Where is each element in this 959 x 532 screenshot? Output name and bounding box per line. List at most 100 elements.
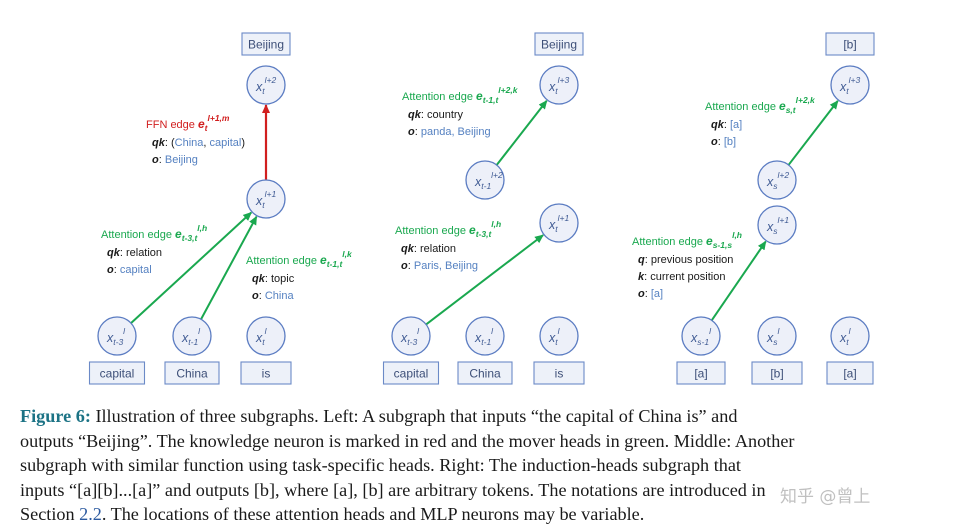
panel3-attn-label-2-title: Attention edge es-1,sl,h — [632, 230, 742, 250]
panel1-node-mid-circle — [246, 179, 286, 219]
panel2-attn-label-2-detail-o: o: Paris, Beijing — [401, 260, 478, 272]
panel3-input-token-2: [b] — [751, 361, 803, 385]
panel2-node-bottom-1-label: xt-3l — [400, 326, 420, 347]
panel2-attn-label-1-detail-qk: qk: country — [408, 109, 464, 121]
panel1-output-token-box — [241, 32, 291, 56]
caption-line-3: subgraph with similar function using tas… — [20, 455, 741, 476]
panel1-attn-edge-2 — [200, 215, 258, 320]
panel1-input-token-1: capital — [88, 361, 146, 385]
panel2-node-upper-left-circle — [465, 160, 505, 200]
panel1-input-token-3-box — [240, 361, 292, 385]
panel3-attn-label-1-detail-qk: qk: [a] — [711, 119, 742, 131]
panel3-input-token-3: [a] — [826, 361, 874, 385]
panel2-output-token-label: Beijing — [541, 38, 577, 52]
panel3-attn-label-1-title: Attention edge es,tl+2,k — [705, 95, 816, 115]
caption-line-4: inputs “[a][b]...[a]” and outputs [b], w… — [20, 479, 766, 500]
panel3-node-bottom-3: xtl — [830, 316, 870, 356]
caption-text-5a: Section — [20, 504, 80, 525]
panel3-input-token-1-label: [a] — [694, 367, 707, 381]
panel2-node-top-circle — [539, 65, 579, 105]
panel3-node-s1: xsl+1 — [757, 205, 797, 245]
panel1-attn-label-2: Attention edge et-1,tl,k qk: topic o: Chin… — [246, 249, 353, 302]
panel1-node-top-label: xtl+2 — [255, 75, 276, 96]
panel1-attn-label-1-title: Attention edge et-3,tl,h — [101, 223, 207, 243]
panel2-node-bottom-3-circle — [539, 316, 579, 356]
panel3-input-token-3-box — [826, 361, 874, 385]
section-ref-link[interactable]: 2.2 — [79, 504, 102, 525]
labels-layer: FFN edge etl+1,mqk: (China, capital)o: B… — [101, 85, 816, 302]
panel3-output-token-label: [b] — [843, 38, 856, 52]
caption-text-5b: . The locations of these attention heads… — [101, 504, 645, 525]
panel1-attn-edge-1 — [130, 211, 253, 324]
panel2-node-bottom-1-circle — [391, 316, 431, 356]
panel3-node-bottom-2: xsl — [757, 316, 797, 356]
panel2-node-bottom-1: xt-3l — [391, 316, 431, 356]
panel1-node-top: xtl+2 — [246, 65, 286, 105]
panel2-output-token: Beijing — [534, 32, 584, 56]
panel3-attn-label-2: Attention edge es-1,sl,hq: previous posi… — [632, 230, 742, 300]
panel2-node-mid-circle — [539, 203, 579, 243]
panel2-node-bottom-3-label: xtl — [548, 326, 561, 347]
panel2-node-bottom-2-circle — [465, 316, 505, 356]
panel2-node-bottom-3: xtl — [539, 316, 579, 356]
panel2-input-token-2: China — [457, 361, 513, 385]
caption-text-1: Illustration of three subgraphs. Left: A… — [90, 406, 738, 426]
panel1-input-token-2: China — [164, 361, 220, 385]
panel3-node-bottom-2-circle — [757, 316, 797, 356]
panel1-node-bottom-1-label: xt-3l — [106, 326, 126, 347]
figure-label: Figure 6: — [20, 406, 91, 426]
panel1-node-top-circle — [246, 65, 286, 105]
panel2-attn-label-1-title: Attention edge et-1,tl+2,k — [402, 85, 519, 105]
panel2-node-upper-left: xt-1l+2 — [465, 160, 505, 200]
panel3-node-top-circle — [830, 65, 870, 105]
panel3-node-bottom-3-circle — [830, 316, 870, 356]
panel1-input-token-1-label: capital — [100, 367, 135, 381]
panel1-node-bottom-1: xt-3l — [97, 316, 137, 356]
panel1-node-bottom-2-label: xt-1l — [181, 326, 201, 347]
panel1-ffn-label-detail-qk: qk: (China, capital) — [152, 137, 245, 149]
panel1-ffn-label-detail-o: o: Beijing — [152, 154, 198, 166]
panel2-node-mid: xtl+1 — [539, 203, 579, 243]
panel1-attn-label-2-detail-qk: qk: topic — [252, 273, 295, 285]
watermark: 知乎 @曾上 — [780, 487, 871, 507]
panel2-input-token-2-label: China — [469, 367, 501, 381]
panel3-node-bottom-2-label: xsl — [766, 326, 781, 347]
panel3-input-token-1: [a] — [676, 361, 726, 385]
panel1-input-token-1-box — [88, 361, 146, 385]
panel1-input-token-3-label: is — [262, 367, 271, 381]
panel3-input-token-1-box — [676, 361, 726, 385]
panel1-output-token-label: Beijing — [248, 38, 284, 52]
panel2-attn-label-1: Attention edge et-1,tl+2,kqk: countryo: … — [402, 85, 519, 138]
panel3-node-top: xtl+3 — [830, 65, 870, 105]
panel3-input-token-3-label: [a] — [843, 367, 856, 381]
panel3-node-s2-circle — [757, 160, 797, 200]
panel3-attn-edge-1 — [787, 100, 839, 166]
panel1-output-token: Beijing — [241, 32, 291, 56]
panel3-input-token-2-label: [b] — [770, 367, 783, 381]
caption-line-2: outputs “Beijing”. The knowledge neuron … — [20, 430, 795, 451]
panel3-node-top-label: xtl+3 — [839, 75, 860, 96]
panel3-node-s1-circle — [757, 205, 797, 245]
panel1-attn-label-2-title: Attention edge et-1,tl,k — [246, 249, 353, 269]
panel2-attn-edge-1 — [495, 99, 548, 166]
panel1-node-bottom-3-circle — [246, 316, 286, 356]
figure-caption: Figure 6: Illustration of three subgraph… — [20, 404, 950, 527]
panel1-node-bottom-3: xtl — [246, 316, 286, 356]
panel3-attn-label-2-detail-k: k: current position — [638, 271, 725, 283]
panel1-ffn-label: FFN edge etl+1,mqk: (China, capital)o: B… — [146, 113, 245, 166]
panel2-node-bottom-2-label: xt-1l — [474, 326, 494, 347]
panel2-input-token-3-label: is — [555, 367, 564, 381]
panel3-node-bottom-1: xs-1l — [681, 316, 721, 356]
panel1-node-bottom-3-label: xtl — [255, 326, 268, 347]
panel2-node-top: xtl+3 — [539, 65, 579, 105]
panel3-attn-label-1: Attention edge es,tl+2,kqk: [a]o: [b] — [705, 95, 816, 148]
panel1-node-bottom-2: xt-1l — [172, 316, 212, 356]
panel1-attn-label-2-detail-o: o: China — [252, 290, 294, 302]
panel1-node-mid: xtl+1 — [246, 179, 286, 219]
panel3-node-bottom-3-label: xtl — [839, 326, 852, 347]
panel2-input-token-1-label: capital — [394, 367, 429, 381]
panel2-input-token-2-box — [457, 361, 513, 385]
